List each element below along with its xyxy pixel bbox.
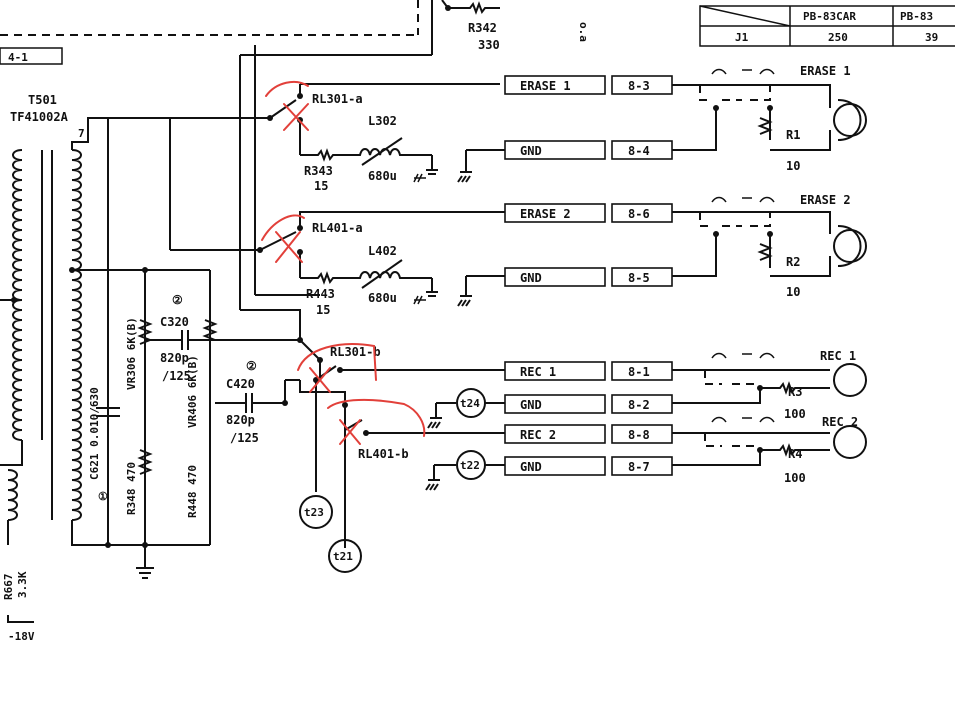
head-erase2-label: ERASE 2	[800, 193, 851, 207]
bus-gnd2-label: GND	[520, 271, 542, 285]
c420-value: 820p	[226, 413, 255, 427]
bus-box-erase1	[504, 75, 606, 95]
supply-label: -18V	[8, 630, 35, 643]
marker-c420: ②	[246, 359, 257, 373]
r1-value: 10	[786, 159, 800, 173]
marker-c621: ①	[98, 490, 108, 503]
r348-label: R348 470	[125, 462, 138, 515]
title-col2: PB-83	[900, 10, 933, 23]
title-col1: PB-83CAR	[803, 10, 856, 23]
red-annotations	[261, 80, 426, 445]
r448-label: R448 470	[186, 465, 199, 518]
head-rec2-label: REC 2	[822, 415, 858, 429]
marker-c320: ②	[172, 293, 183, 307]
r2-value: 10	[786, 285, 800, 299]
rl301b-label: RL301-b	[330, 345, 381, 359]
erase2-driver: RL401-a L402 R443 15 680u	[257, 211, 505, 317]
l402-value: 680u	[368, 291, 397, 305]
r443-value: 15	[316, 303, 330, 317]
title-row-label: J1	[735, 31, 749, 44]
head-erase2: ERASE 2 R2 10	[672, 193, 867, 299]
head-rec1: REC 1 R3 100	[672, 349, 867, 421]
r667-value: 3.3K	[16, 571, 29, 598]
c320-label: C320	[160, 315, 189, 329]
bus-erase1-label: ERASE 1	[520, 79, 571, 93]
head-erase1-label: ERASE 1	[800, 64, 851, 78]
bias-network: C621 0.010/630 ① VR306 6K(B) VR406 6K(B)…	[69, 118, 218, 579]
pin-8-5: 8-5	[628, 271, 650, 285]
head-rec2: REC 2 R4 100	[672, 415, 867, 485]
bus-rec2-label: REC 2	[520, 428, 556, 442]
r4-value: 100	[784, 471, 806, 485]
bus-gnd1-label: GND	[520, 144, 542, 158]
r342-value: 330	[478, 38, 500, 52]
top-section: R342 330 o.a	[0, 0, 590, 56]
r443-label: R443	[306, 287, 335, 301]
c320-voltage: /125	[162, 369, 191, 383]
l302-value: 680u	[368, 169, 397, 183]
pin-8-1: 8-1	[628, 365, 650, 379]
t22-label: t22	[460, 459, 480, 472]
pin-8-2: 8-2	[628, 398, 650, 412]
vr306-label: VR306 6K(B)	[125, 317, 138, 390]
title-val1: 250	[828, 31, 848, 44]
vr406-label: VR406 6K(B)	[186, 355, 199, 428]
erase1-driver: RL301-a L302 R343 15 680u	[267, 83, 505, 193]
c320-value: 820p	[160, 351, 189, 365]
r1-label: R1	[786, 128, 800, 142]
r343-label: R343	[304, 164, 333, 178]
transformer-t501: T501 TF41002A 7 R667 3.3K -18V	[0, 93, 210, 643]
head-rec1-label: REC 1	[820, 349, 856, 363]
test-point-t21	[328, 539, 362, 573]
t23-label: t23	[304, 506, 324, 519]
r3-label: R3	[788, 385, 802, 399]
c420-voltage: /125	[230, 431, 259, 445]
feed-wires	[108, 45, 321, 406]
connector-ref-label: 4-1	[8, 51, 28, 64]
pin-8-8: 8-8	[628, 428, 650, 442]
transformer-ref: T501	[28, 93, 57, 107]
head-erase1: ERASE 1 R1 10	[672, 64, 867, 173]
t21-label: t21	[333, 550, 353, 563]
connector-bus: ERASE 1 8-3 GND 8-4 ERASE 2 8-6 GND 8-5 …	[504, 75, 673, 476]
l402-label: L402	[368, 244, 397, 258]
pin-8-6: 8-6	[628, 207, 650, 221]
bus-gnd3-label: GND	[520, 398, 542, 412]
title-block: PB-83CAR PB-83 J1 250 39	[699, 5, 955, 47]
pin-8-4: 8-4	[628, 144, 650, 158]
transformer-pin: 7	[78, 127, 85, 140]
bus-rec1-label: REC 1	[520, 365, 556, 379]
bus-gnd4-label: GND	[520, 460, 542, 474]
transformer-part: TF41002A	[10, 110, 69, 124]
capacitors-c320-c420: ② C320 820p /125 ② C420 820p /125	[160, 293, 300, 445]
c420-label: C420	[226, 377, 255, 391]
connector-ref: 4-1	[0, 47, 63, 65]
title-val2: 39	[925, 31, 938, 44]
r342-label: R342	[468, 21, 497, 35]
rl301a-label: RL301-a	[312, 92, 363, 106]
bus-erase2-label: ERASE 2	[520, 207, 571, 221]
pin-8-7: 8-7	[628, 460, 650, 474]
pin-8-3: 8-3	[628, 79, 650, 93]
c621-label: C621 0.010/630	[88, 387, 101, 480]
test-point-t23	[299, 495, 333, 529]
test-points: t24 t22 t23 t21	[299, 388, 505, 573]
t24-label: t24	[460, 397, 480, 410]
l302-label: L302	[368, 114, 397, 128]
edge-char: o.a	[577, 22, 590, 42]
rl401a-label: RL401-a	[312, 221, 363, 235]
r3-value: 100	[784, 407, 806, 421]
r2-label: R2	[786, 255, 800, 269]
r4-label: R4	[788, 447, 802, 461]
r667-label: R667	[2, 574, 15, 601]
rl401b-label: RL401-b	[358, 447, 409, 461]
r343-value: 15	[314, 179, 328, 193]
